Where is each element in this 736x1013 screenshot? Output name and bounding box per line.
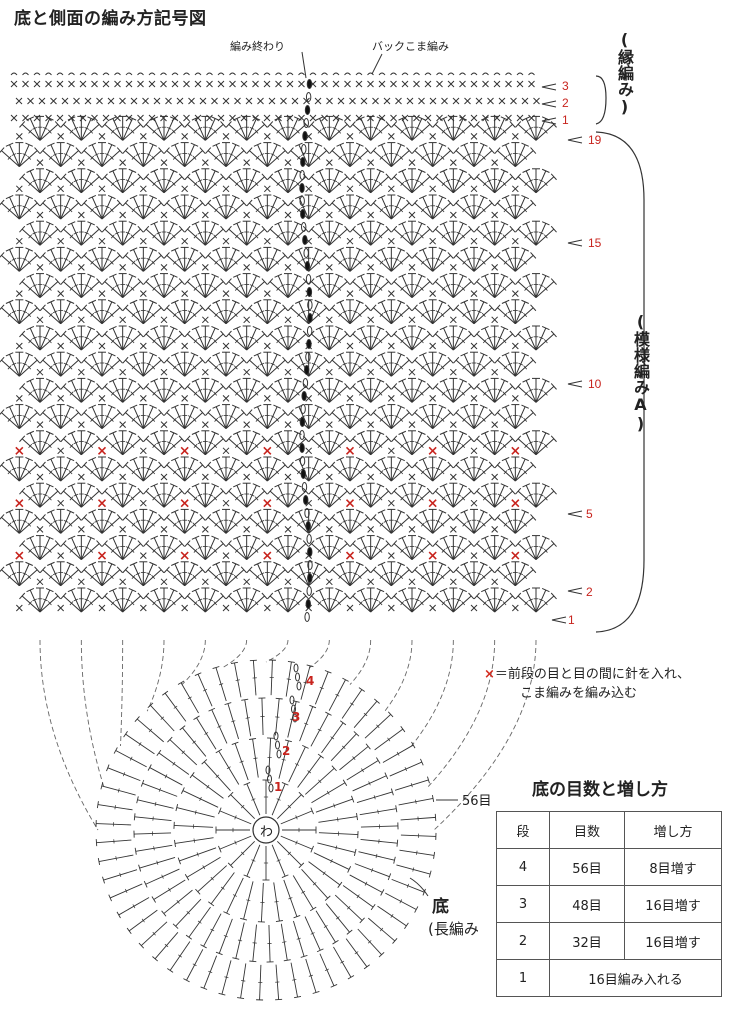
edge-row-3: 3 [562, 79, 569, 93]
end-label: 編み終わり [230, 38, 285, 54]
table-row: 1 16目編み入れる [497, 960, 722, 997]
table-row: 3 48目 16目増す [497, 886, 722, 923]
table-cell: 4 [497, 849, 550, 886]
base-sublabel: (長編み [428, 918, 479, 939]
base-label: 底 [432, 892, 449, 917]
table-cell: 16目増す [625, 923, 722, 960]
header-increase: 増し方 [625, 812, 722, 849]
ring-num-1: 1 [274, 780, 282, 794]
edge-rows [11, 81, 540, 121]
table-row: 2 32目 16目増す [497, 923, 722, 960]
table-cell: 16目増す [625, 886, 722, 923]
table-cell: 56目 [550, 849, 625, 886]
pattern-row-10: 10 [588, 377, 601, 391]
ring-num-4: 4 [306, 674, 314, 688]
shell-stitch-grid [0, 116, 557, 612]
legend-mark: × [484, 667, 495, 682]
ring-num-2: 2 [282, 744, 290, 758]
header-round: 段 [497, 812, 550, 849]
header-count: 目数 [550, 812, 625, 849]
table-cell: 3 [497, 886, 550, 923]
stitch-count-table: 段 目数 増し方 4 56目 8目増す 3 48目 16目増す 2 32目 16… [496, 811, 722, 997]
round-base [96, 660, 458, 1000]
table-title: 底の目数と増し方 [532, 775, 668, 800]
edge-row-1: 1 [562, 113, 569, 127]
table-cell: 16目編み入れる [550, 960, 722, 997]
pattern-row-2: 2 [586, 585, 593, 599]
back-stitch-label: バックこま編み [372, 38, 449, 54]
table-header-row: 段 目数 増し方 [497, 812, 722, 849]
legend: ×＝前段の目と目の間に針を入れ、 こま編みを編み込む [484, 665, 690, 703]
table-cell: 8目増す [625, 849, 722, 886]
ring-num-3: 3 [292, 710, 300, 724]
table-row: 4 56目 8目増す [497, 849, 722, 886]
legend-line-1: ＝前段の目と目の間に針を入れ、 [495, 667, 690, 682]
pattern-row-1: 1 [568, 613, 575, 627]
pattern-row-19: 19 [588, 133, 601, 147]
pattern-row-5: 5 [586, 507, 593, 521]
edge-label: (縁編み) [616, 30, 632, 116]
table-cell: 48目 [550, 886, 625, 923]
page-title: 底と側面の編み方記号図 [14, 4, 207, 29]
row-arrows [542, 84, 582, 623]
pattern-label: (模様編みA) [632, 312, 648, 433]
table-cell: 1 [497, 960, 550, 997]
table-cell: 32目 [550, 923, 625, 960]
legend-line-2: こま編みを編み込む [484, 684, 690, 703]
back-stitch-row [11, 73, 535, 75]
edge-row-2: 2 [562, 96, 569, 110]
table-cell: 2 [497, 923, 550, 960]
stitch-count-56: 56目 [462, 790, 492, 809]
center-ring-label: わ [260, 821, 273, 840]
pattern-row-15: 15 [588, 236, 601, 250]
